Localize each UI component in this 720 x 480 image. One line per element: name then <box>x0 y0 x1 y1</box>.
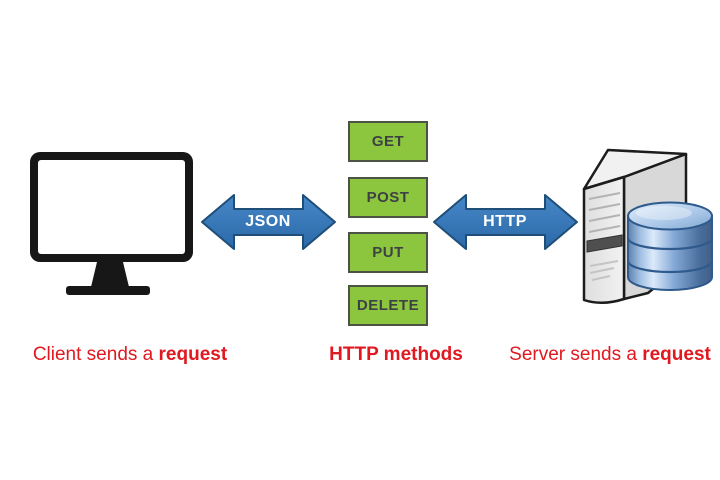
monitor-stand-base <box>66 286 150 295</box>
server-caption-text: Server sends a <box>509 344 643 365</box>
database-top <box>627 201 713 231</box>
monitor-stand-neck <box>91 262 129 287</box>
server-caption-emphasis: request <box>642 344 711 365</box>
server-grill-lines <box>589 260 619 281</box>
server-icon <box>582 148 688 304</box>
http-arrow-label: HTTP <box>483 213 527 230</box>
json-arrow-icon <box>201 194 336 250</box>
database-icon <box>626 201 714 291</box>
client-caption: Client sends a request <box>20 343 240 367</box>
json-arrow-label: JSON <box>245 213 291 230</box>
http-arrow-icon <box>433 194 578 250</box>
server-caption: Server sends a request <box>505 343 715 367</box>
monitor-icon <box>30 152 193 295</box>
database-highlight <box>636 206 692 220</box>
database-separator <box>626 237 714 251</box>
monitor-screen <box>38 160 185 254</box>
server-drive-slot <box>586 234 623 253</box>
method-box-put: PUT <box>348 232 428 273</box>
database-separator <box>626 260 714 274</box>
method-box-get: GET <box>348 121 428 162</box>
client-caption-text: Client sends a <box>32 344 159 365</box>
method-box-post: POST <box>348 177 428 218</box>
method-box-delete: DELETE <box>348 285 428 326</box>
client-caption-emphasis: request <box>158 344 228 365</box>
server-vents <box>588 192 621 233</box>
http-methods-caption: HTTP methods <box>329 344 463 365</box>
